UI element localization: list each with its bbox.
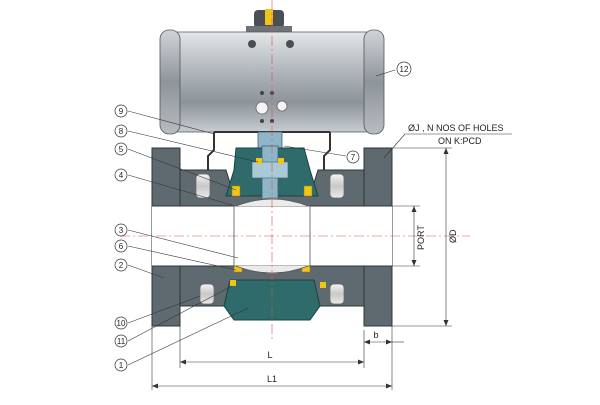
callout-4: 4: [114, 168, 128, 182]
callout-label: 9: [119, 107, 124, 116]
air-port-icon: [255, 101, 269, 115]
bolt-icon: [199, 283, 215, 305]
holes-annotation: ØJ , N NOS OF HOLES ON K:PCD: [383, 123, 512, 159]
bolt-icon: [195, 173, 211, 199]
callout-12: 12: [396, 61, 412, 77]
callout-1: 1: [114, 358, 128, 372]
callout-label: 6: [119, 242, 124, 251]
port-dimension-label: PORT: [416, 225, 426, 250]
callout-label: 2: [119, 261, 124, 270]
indicator-marker: [265, 9, 273, 25]
bolt-icon: [329, 283, 345, 305]
callout-label: 7: [351, 153, 356, 162]
dimension-lines: [151, 147, 452, 390]
bolts: [195, 173, 345, 305]
callout-6: 6: [114, 239, 128, 253]
flange-thickness-dimension-label: b: [373, 330, 378, 340]
diameter-dimension-label: ØD: [448, 229, 458, 243]
callouts: 9 8 5 4 3 6 2 10 11 1 7 12: [114, 61, 412, 372]
air-port-icon: [276, 100, 288, 112]
callout-8: 8: [114, 124, 128, 138]
screw-icon: [286, 40, 294, 48]
callout-10: 10: [114, 316, 128, 330]
callout-label: 10: [117, 319, 126, 328]
bolt-icon: [329, 173, 345, 199]
callout-9: 9: [114, 104, 128, 118]
callout-label: 3: [119, 226, 124, 235]
holes-note-line1: ØJ , N NOS OF HOLES: [408, 123, 504, 133]
holes-note-line2: ON K:PCD: [438, 136, 482, 146]
callout-3: 3: [114, 223, 128, 237]
length-dimension-label: L: [267, 350, 272, 360]
actuator-end-cap-right: [363, 29, 385, 135]
callout-11: 11: [114, 334, 128, 348]
leader-lines: [127, 69, 396, 366]
callout-5: 5: [114, 142, 128, 156]
callout-label: 11: [117, 337, 126, 346]
callout-7: 7: [346, 150, 360, 164]
bottom-cover: [223, 279, 321, 321]
callout-label: 5: [119, 145, 124, 154]
callout-label: 12: [400, 65, 409, 74]
callout-label: 1: [119, 361, 124, 370]
dimension-arrows: [152, 148, 449, 389]
callout-2: 2: [114, 258, 128, 272]
screw-icon: [248, 40, 256, 48]
overall-length-dimension-label: L1: [267, 374, 277, 384]
callout-label: 8: [119, 127, 124, 136]
actuator-end-cap-left: [159, 29, 181, 135]
callout-label: 4: [119, 171, 124, 180]
